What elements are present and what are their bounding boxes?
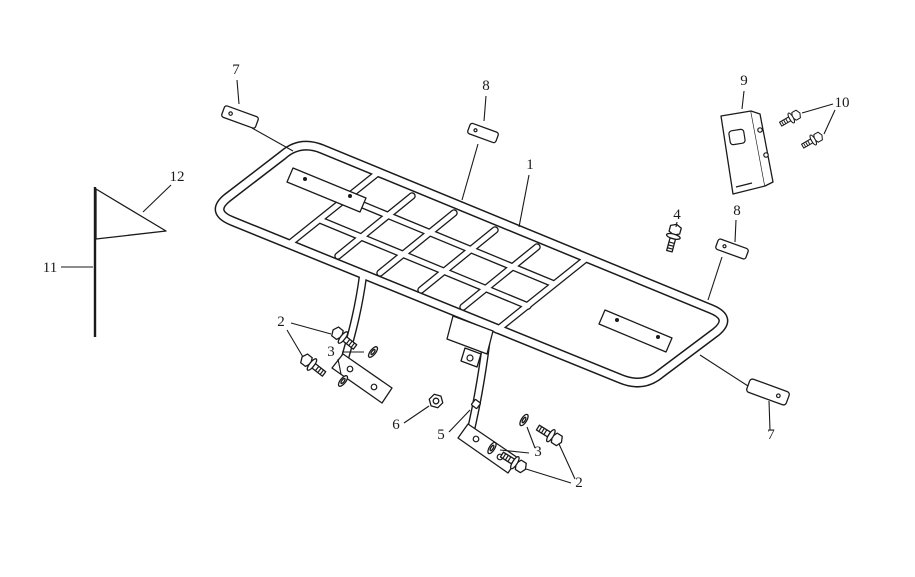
pad-part-7-bottom — [746, 378, 790, 406]
callout-part-6: 6 — [392, 417, 400, 433]
callout-part-8-right: 8 — [733, 203, 741, 219]
right-loop-plate — [598, 309, 673, 353]
pad-part-8-top — [467, 122, 499, 144]
mount-bracket-part-9 — [720, 110, 774, 195]
left-leg-mount-plate — [331, 353, 393, 404]
callout-part-3-right: 3 — [534, 444, 542, 460]
callout-part-7-top: 7 — [232, 62, 240, 78]
bolt-part-10-lower-icon — [799, 129, 826, 152]
hardware-parts — [93, 105, 826, 476]
flange-nut-part-6-icon — [427, 392, 445, 410]
callout-labels: 1 2 2 3 3 4 5 6 7 7 8 8 9 10 11 12 — [43, 62, 850, 491]
rack-frame-tube-outlines — [220, 146, 724, 434]
callout-part-12: 12 — [170, 169, 185, 185]
washer-part-3-right-upper-icon — [517, 412, 531, 428]
center-hitch-bracket — [446, 315, 494, 368]
washer-part-3-left-upper-icon — [366, 344, 380, 360]
pad-part-7-top — [221, 105, 259, 129]
callout-part-9: 9 — [740, 73, 748, 89]
callout-part-2-right: 2 — [575, 475, 583, 491]
frame-reinforcement-plates — [286, 167, 673, 474]
callout-part-7-bottom: 7 — [767, 427, 775, 443]
rack-frame-tube-fills — [220, 146, 724, 434]
callout-leader-lines — [61, 79, 836, 484]
callout-part-2-left: 2 — [277, 314, 285, 330]
callout-part-3-left: 3 — [327, 344, 335, 360]
callout-part-1: 1 — [526, 157, 534, 173]
rack-frame-tubes — [220, 146, 724, 434]
callout-part-11: 11 — [43, 260, 57, 276]
pad-part-8-right — [715, 238, 749, 260]
callout-part-10: 10 — [835, 95, 850, 111]
flag-pole-symbol — [93, 187, 167, 337]
callout-part-8-top: 8 — [482, 78, 490, 94]
bolt-part-10-upper-icon — [777, 107, 804, 130]
flange-bolt-part-4-icon — [661, 221, 684, 254]
flag-pennant-part-12 — [95, 188, 167, 240]
left-loop-plate — [286, 167, 367, 213]
callout-part-5: 5 — [437, 427, 445, 443]
callout-part-4: 4 — [673, 207, 681, 223]
